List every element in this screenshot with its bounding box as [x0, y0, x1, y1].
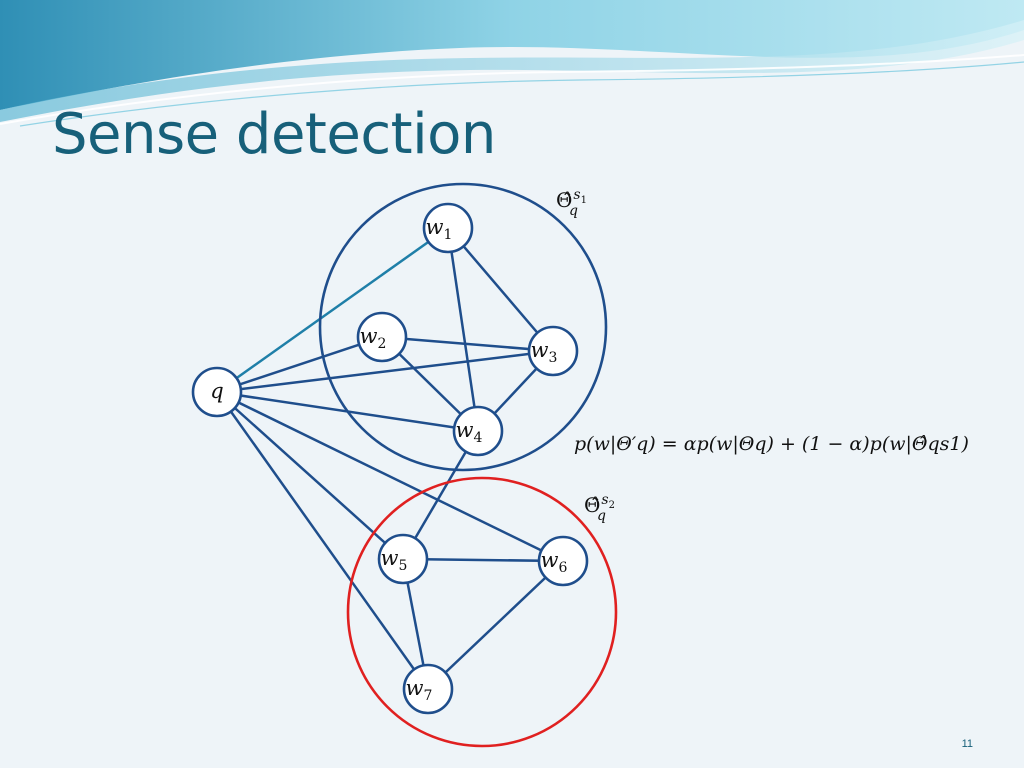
page-number: 11	[961, 738, 973, 750]
node-w6: w6	[537, 535, 589, 587]
node-label-w7: w7	[406, 676, 433, 704]
node-label-w4: w4	[456, 418, 483, 446]
cluster-sense-2	[346, 476, 618, 748]
node-label-w6: w6	[541, 548, 568, 576]
graph-edges	[215, 226, 564, 690]
node-label-w1: w1	[426, 215, 453, 243]
node-w3: w3	[527, 325, 579, 377]
edge-w5-w6	[402, 557, 564, 563]
edge-q-w6	[216, 390, 564, 563]
node-w4: w4	[452, 405, 504, 457]
edge-w6-w7	[427, 560, 564, 690]
node-w1: w1	[422, 202, 474, 254]
edge-q-w2	[216, 335, 383, 394]
edge-w1-w3	[447, 227, 554, 352]
cluster-sense-1	[318, 182, 608, 472]
node-label-w2: w2	[360, 324, 387, 352]
graph-clusters	[318, 182, 618, 748]
header-wave-decoration	[0, 0, 1024, 127]
edge-q-w7	[215, 391, 430, 690]
mixture-equation: p(w|Θ′q) = αp(w|Θq) + (1 − α)p(w|Θ̂qs1)	[574, 433, 969, 455]
node-label-w5: w5	[381, 546, 408, 574]
edge-q-w5	[216, 391, 404, 560]
node-w7: w7	[402, 663, 454, 715]
edge-w2-w3	[381, 335, 554, 353]
edge-q-w3	[216, 349, 554, 394]
node-label-w3: w3	[531, 338, 558, 366]
node-w2: w2	[356, 311, 408, 363]
edge-w1-w4	[446, 227, 480, 432]
graph-nodes: q w1 w2 w3 w4 w5 w6 w7	[191, 202, 589, 715]
slide-title: Sense detection	[52, 102, 496, 167]
node-q: q	[191, 366, 243, 418]
node-w5: w5	[377, 533, 429, 585]
edge-q-w1	[216, 226, 449, 394]
node-label-q: q	[210, 379, 223, 403]
